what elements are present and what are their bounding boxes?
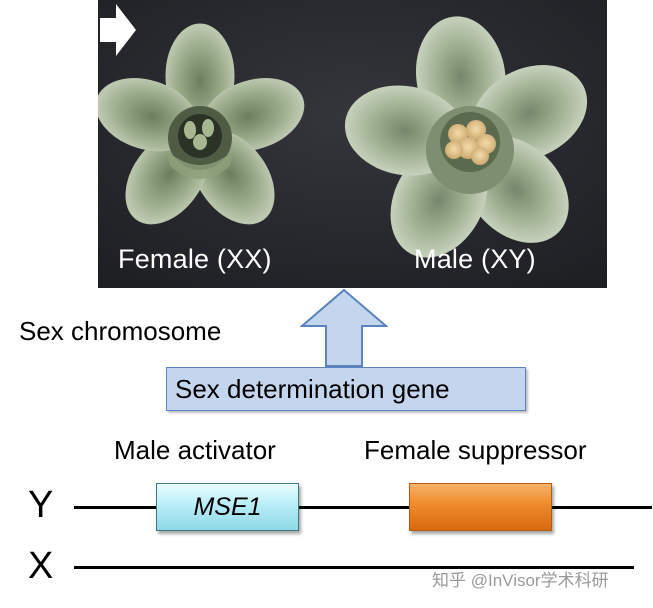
sex-determination-gene-box: Sex determination gene <box>166 367 526 411</box>
male-label: Male (XY) <box>414 244 536 274</box>
mse1-label: MSE1 <box>193 493 262 521</box>
y-chromosome-label: Y <box>28 484 54 526</box>
sex-determination-gene-label: Sex determination gene <box>175 374 450 404</box>
watermark: 知乎 @InVisor学术科研 <box>432 571 609 590</box>
up-arrow-icon <box>300 288 388 367</box>
y-chromosome-line <box>74 506 652 509</box>
flower-photo: Female (XX) Male (XY) <box>98 0 607 288</box>
male-activator-label: Male activator <box>114 435 276 465</box>
x-chromosome-label: X <box>28 545 54 587</box>
sex-chromosome-label: Sex chromosome <box>19 316 222 346</box>
female-suppressor-gene-box <box>409 483 552 531</box>
female-flower <box>98 23 305 225</box>
right-arrow-icon <box>100 4 136 56</box>
x-chromosome-line <box>74 566 634 569</box>
female-suppressor-label: Female suppressor <box>364 435 587 465</box>
male-flower <box>344 16 588 258</box>
mse1-gene-box: MSE1 <box>156 483 299 531</box>
female-label: Female (XX) <box>118 244 272 274</box>
flower-photo-illustration <box>98 0 607 288</box>
